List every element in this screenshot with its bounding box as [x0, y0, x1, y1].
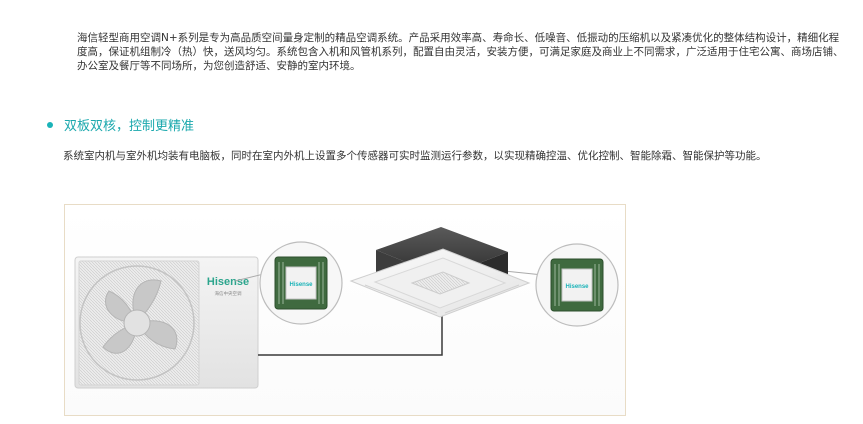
indoor-pcb-magnifier: Hisense: [535, 243, 619, 327]
bullet-dot-icon: [47, 121, 53, 128]
refrigerant-pipe: [258, 298, 443, 356]
section-description: 系统室内机与室外机均装有电脑板，同时在室内外机上设置多个传感器可实时监测运行参数…: [63, 150, 767, 162]
product-illustration: Hisense 海信中央空调 Hisense: [64, 204, 626, 416]
section-title: 双板双核，控制更精准: [64, 119, 195, 134]
chip-logo-right: Hisense: [565, 284, 589, 290]
outdoor-brand-logo: Hisense: [207, 276, 249, 288]
fan-icon: [102, 279, 178, 354]
outdoor-pcb-magnifier: Hisense: [259, 241, 343, 325]
indoor-cassette-unit: [349, 227, 531, 318]
intro-paragraph: 海信轻型商用空调N+系列是专为高品质空间量身定制的精品空调系统。产品采用效率高、…: [77, 32, 844, 72]
system-diagram: Hisense 海信中央空调 Hisense: [74, 227, 619, 389]
section-heading: 双板双核，控制更精准: [47, 115, 194, 134]
outdoor-unit: Hisense 海信中央空调: [74, 256, 259, 389]
outdoor-brand-subtitle: 海信中央空调: [215, 290, 242, 297]
chip-logo-left: Hisense: [289, 282, 313, 288]
